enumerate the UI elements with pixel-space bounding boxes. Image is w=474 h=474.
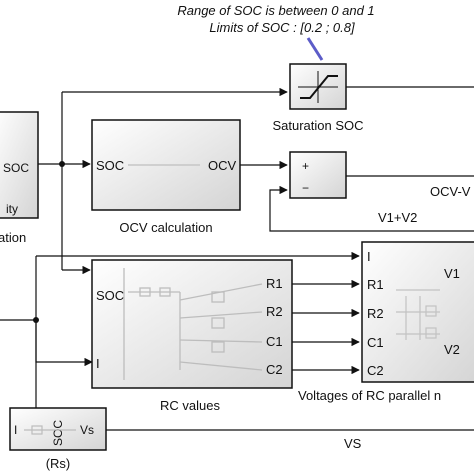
soc-junction bbox=[59, 161, 65, 167]
signal-v1-plus-v2: V1+V2 bbox=[378, 210, 417, 225]
rs-block[interactable]: I SOC Vs bbox=[9, 407, 107, 451]
annotation-line-1: Range of SOC is between 0 and 1 bbox=[177, 3, 374, 18]
current-junction bbox=[33, 317, 39, 323]
left-subsystem-block[interactable]: SOC ity bbox=[0, 111, 39, 219]
saturation-soc-caption: Saturation SOC bbox=[272, 118, 363, 133]
ocv-calculation-block[interactable]: SOC OCV bbox=[91, 119, 241, 211]
left-block-caption: ation bbox=[0, 230, 26, 245]
rs-port-soc: SOC bbox=[51, 420, 65, 446]
rc-values-port-i: I bbox=[96, 356, 100, 371]
rc-voltage-internal bbox=[396, 289, 440, 340]
rc-values-out-r1: R1 bbox=[266, 276, 283, 291]
sum-plus-sign: + bbox=[302, 159, 309, 173]
annotation-line-2: Limits of SOC : [0.2 ; 0.8] bbox=[209, 20, 355, 35]
rc-values-port-soc: SOC bbox=[96, 288, 124, 303]
rc-voltage-in-c1: C1 bbox=[367, 335, 384, 350]
v1-plus-v2-wire bbox=[269, 185, 474, 232]
rs-port-i: I bbox=[14, 423, 17, 437]
rc-parameter-wires bbox=[292, 279, 360, 375]
signal-ocv-minus-v: OCV-V bbox=[430, 184, 471, 199]
rs-internal bbox=[24, 425, 76, 435]
rc-voltage-caption: Voltages of RC parallel n bbox=[298, 388, 441, 403]
left-port-soc: SOC bbox=[3, 161, 29, 175]
rc-voltage-block[interactable]: I R1 R2 C1 C2 V1 V2 bbox=[361, 241, 474, 383]
rc-voltage-in-c2: C2 bbox=[367, 363, 384, 378]
rc-values-out-c1: C1 bbox=[266, 334, 283, 349]
rc-voltage-in-r2: R2 bbox=[367, 306, 384, 321]
rc-voltage-out-v1: V1 bbox=[444, 266, 460, 281]
rs-port-vs: Vs bbox=[80, 423, 94, 437]
rc-voltage-in-i: I bbox=[367, 249, 371, 264]
rc-voltage-out-v2: V2 bbox=[444, 342, 460, 357]
rc-values-block[interactable]: SOC I R1 R2 C1 C2 bbox=[91, 259, 293, 389]
rs-caption: (Rs) bbox=[46, 456, 71, 471]
rc-values-out-r2: R2 bbox=[266, 304, 283, 319]
ocv-port-ocv: OCV bbox=[208, 158, 237, 173]
annotation-pointer bbox=[306, 37, 324, 61]
ocv-calculation-caption: OCV calculation bbox=[119, 220, 212, 235]
left-block-text: ity bbox=[6, 202, 18, 216]
ocv-port-soc: SOC bbox=[96, 158, 124, 173]
signal-vs: VS bbox=[344, 436, 362, 451]
sum-block[interactable]: + − bbox=[289, 151, 347, 199]
sum-minus-sign: − bbox=[302, 181, 309, 195]
rc-values-internal bbox=[123, 268, 263, 380]
saturation-soc-block[interactable] bbox=[289, 63, 347, 110]
rc-values-caption: RC values bbox=[160, 398, 220, 413]
rc-voltage-in-r1: R1 bbox=[367, 277, 384, 292]
rc-values-out-c2: C2 bbox=[266, 362, 283, 377]
soc-wires bbox=[38, 87, 288, 275]
